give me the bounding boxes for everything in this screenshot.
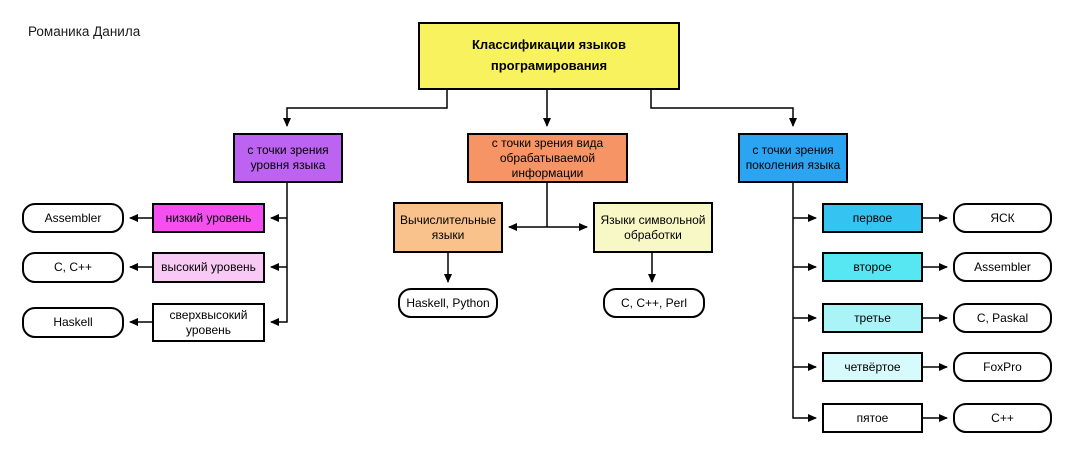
node-branch-information-type: с точки зрения вида обрабатываемой инфор… [467, 133, 628, 183]
node-branch-language-level: с точки зрения уровня языка [233, 133, 343, 183]
node-high-level-langs: C, C++ [22, 252, 124, 283]
node-generation-second-lang: Assembler [953, 252, 1052, 282]
node-super-high-level-langs: Haskell [22, 307, 124, 338]
node-low-level: низкий уровень [152, 203, 265, 233]
node-generation-fifth: пятое [822, 403, 923, 433]
node-super-high-level: сверхвысокий уровень [152, 303, 265, 342]
node-computational-languages: Вычислительные языки [393, 202, 503, 253]
node-symbolic-languages: Языки символьной обработки [593, 202, 713, 253]
node-root-title: Классификации языков програмирования [418, 22, 680, 90]
node-generation-fourth-lang: FoxPro [953, 352, 1052, 382]
node-generation-fourth: четвёртое [822, 352, 923, 382]
node-high-level: высокий уровень [152, 252, 265, 283]
author-name: Романика Данила [28, 24, 141, 39]
node-symbolic-langs-examples: C, C++, Perl [603, 288, 705, 318]
node-generation-third-lang: C, Paskal [953, 303, 1052, 333]
node-generation-first: первое [822, 203, 923, 233]
node-low-level-langs: Assembler [22, 203, 124, 233]
node-generation-second: второе [822, 252, 923, 282]
node-computational-langs-examples: Haskell, Python [398, 288, 498, 318]
node-generation-first-lang: ЯСК [953, 203, 1052, 233]
node-generation-third: третье [822, 303, 923, 333]
node-branch-language-generation: с точки зрения поколения языка [738, 133, 848, 183]
node-generation-fifth-lang: C++ [953, 403, 1052, 433]
